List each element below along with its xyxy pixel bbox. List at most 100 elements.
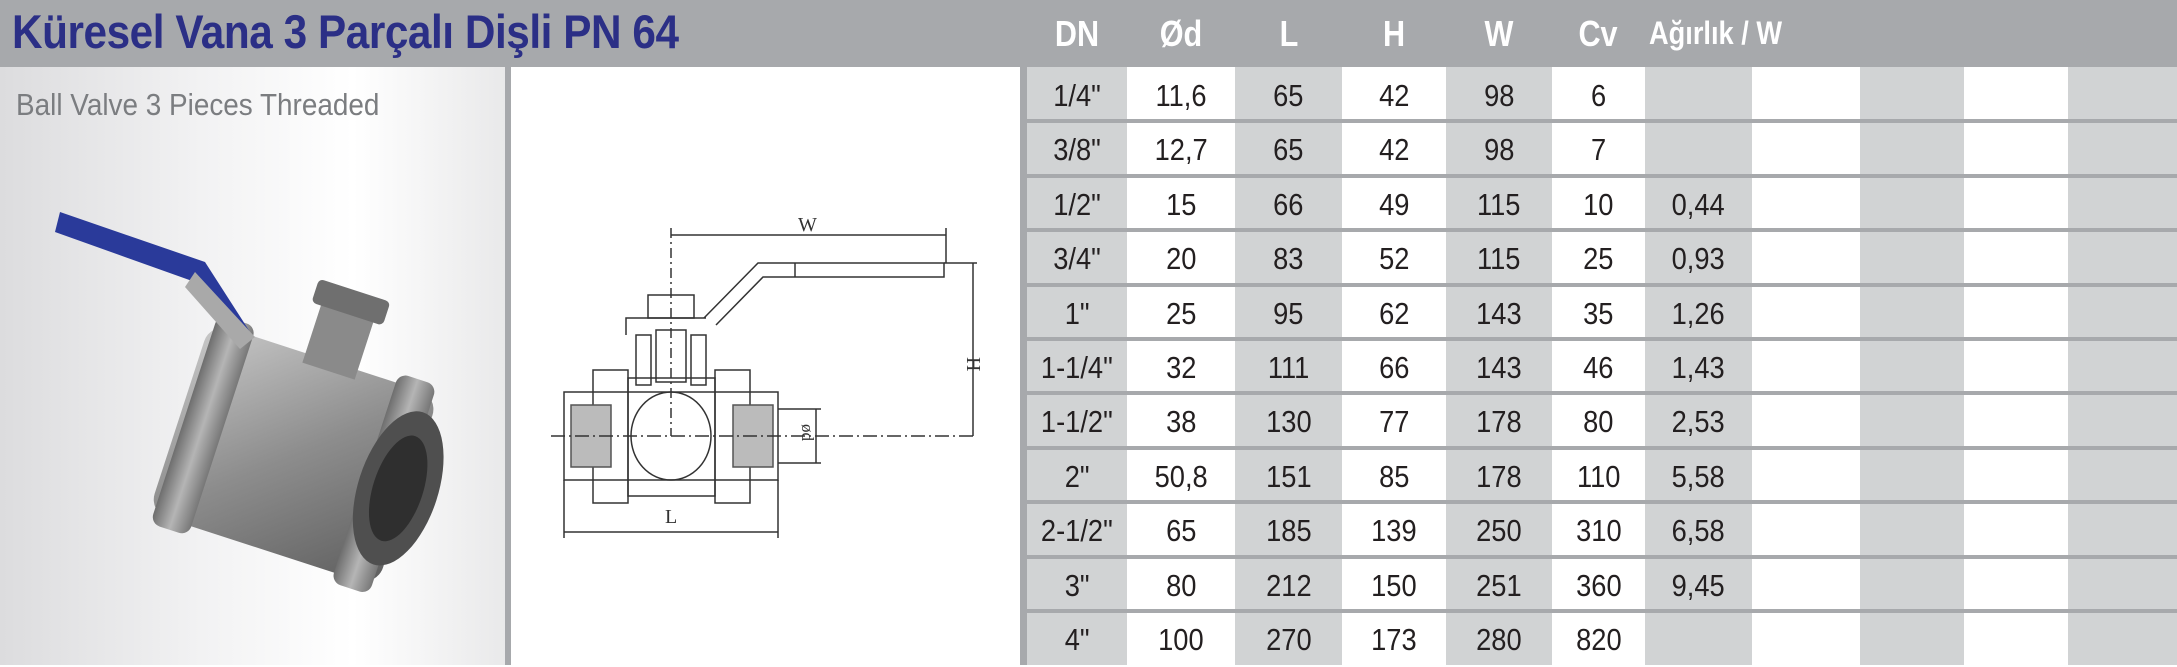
column-header-label: Cv — [1578, 12, 1619, 54]
cell-value: 820 — [1575, 622, 1622, 657]
column-header-label: DN — [1054, 12, 1100, 54]
table-cell: 212 — [1235, 559, 1342, 613]
table-cell: 115 — [1446, 232, 1552, 286]
cell-value: 212 — [1265, 567, 1312, 603]
cell-value: 7 — [1590, 132, 1607, 168]
table-cell: 820 — [1552, 613, 1645, 667]
cell-value: 1/4" — [1053, 78, 1101, 113]
cell-value: 250 — [1476, 513, 1522, 549]
table-cell: 35 — [1552, 287, 1645, 341]
table-cell: 130 — [1235, 395, 1342, 449]
cell-value: 15 — [1165, 186, 1197, 222]
table-cell: 178 — [1446, 450, 1552, 504]
cell-value: 25 — [1165, 295, 1197, 331]
cell-value: 110 — [1576, 458, 1621, 494]
cell-value: 4" — [1064, 622, 1090, 657]
cell-value: 1,26 — [1671, 295, 1726, 331]
cell-value: 151 — [1265, 458, 1312, 494]
table-cell: 65 — [1235, 123, 1342, 177]
column-header-label: L — [1279, 12, 1298, 54]
panel-divider — [505, 67, 511, 665]
table-cell: 0,44 — [1645, 178, 1752, 232]
handle-icon — [55, 212, 250, 342]
table-cell: 15 — [1127, 178, 1235, 232]
cell-value: 2" — [1064, 458, 1090, 494]
row-divider — [1027, 391, 2177, 396]
cell-value: 270 — [1265, 622, 1312, 657]
cell-value: 1/2" — [1053, 186, 1101, 222]
cell-value: 178 — [1476, 458, 1522, 494]
cell-value: 20 — [1165, 241, 1197, 277]
table-cell: 280 — [1446, 613, 1552, 667]
dimension-w-label: W — [798, 214, 817, 236]
table-column-stripe — [1752, 67, 1860, 665]
table-cell: 178 — [1446, 395, 1552, 449]
column-header-label: Ağırlık / W — [1649, 15, 1782, 51]
table-cell: 1-1/2" — [1027, 395, 1127, 449]
cell-value: 32 — [1165, 350, 1197, 385]
cell-value: 143 — [1476, 295, 1522, 331]
technical-drawing: W H L ød — [551, 214, 984, 538]
cell-value: 1,43 — [1671, 350, 1726, 385]
cell-value: 83 — [1273, 241, 1304, 277]
cell-value: 65 — [1165, 513, 1197, 549]
ball-valve-photo — [55, 212, 444, 592]
title-bar: Küresel Vana 3 Parçalı Dişli PN 64 — [0, 0, 2177, 67]
product-subtitle: Ball Valve 3 Pieces Threaded — [16, 87, 380, 122]
cell-value: 100 — [1158, 622, 1204, 657]
cell-value: 1" — [1064, 295, 1090, 331]
table-cell: 62 — [1342, 287, 1446, 341]
cell-value: 10 — [1583, 186, 1614, 222]
column-header-label: Ød — [1159, 12, 1203, 54]
table-cell: 270 — [1235, 613, 1342, 667]
table-column-stripe — [1860, 67, 1964, 665]
cell-value: 251 — [1476, 567, 1522, 603]
table-cell: 1,43 — [1645, 341, 1752, 395]
table-cell: 49 — [1342, 178, 1446, 232]
cell-value: 77 — [1378, 404, 1410, 440]
cell-value: 62 — [1378, 295, 1410, 331]
cell-value: 12,7 — [1154, 132, 1208, 168]
cell-value: 11,6 — [1155, 78, 1207, 113]
table-cell: 143 — [1446, 287, 1552, 341]
cell-value: 178 — [1476, 404, 1522, 440]
table-cell: 66 — [1235, 178, 1342, 232]
cell-value: 1-1/2" — [1041, 404, 1113, 440]
column-header: Cv — [1552, 0, 1645, 67]
table-cell: 150 — [1342, 559, 1446, 613]
cell-value: 0,44 — [1671, 186, 1726, 222]
row-divider — [1027, 554, 2177, 559]
cell-value: 95 — [1273, 295, 1304, 331]
product-photo-panel: Ball Valve 3 Pieces Threaded — [0, 67, 505, 665]
table-cell: 6,58 — [1645, 504, 1752, 558]
table-cell: 110 — [1552, 450, 1645, 504]
table-cell: 151 — [1235, 450, 1342, 504]
table-cell: 2,53 — [1645, 395, 1752, 449]
table-cell: 32 — [1127, 341, 1235, 395]
table-column-stripe — [2068, 67, 2177, 665]
cell-value: 50,8 — [1154, 458, 1208, 494]
cell-value: 6 — [1590, 78, 1607, 113]
cell-value: 3/4" — [1053, 241, 1101, 277]
cell-value: 46 — [1583, 350, 1614, 385]
column-header: Ağırlık / W — [1649, 0, 1805, 67]
cell-value: 2-1/2" — [1041, 513, 1113, 549]
table-cell: 3" — [1027, 559, 1127, 613]
cell-value: 6,58 — [1671, 513, 1726, 549]
table-cell: 9,45 — [1645, 559, 1752, 613]
table-cell: 11,6 — [1127, 69, 1235, 123]
row-divider — [1027, 228, 2177, 233]
table-cell: 85 — [1342, 450, 1446, 504]
table-cell: 4" — [1027, 613, 1127, 667]
row-divider — [1027, 119, 2177, 124]
row-divider — [1027, 609, 2177, 613]
cell-value: 42 — [1378, 78, 1410, 113]
table-cell: 77 — [1342, 395, 1446, 449]
column-header: H — [1342, 0, 1446, 67]
row-divider — [1027, 500, 2177, 505]
cell-value: 310 — [1575, 513, 1622, 549]
cell-value: 3/8" — [1053, 132, 1101, 168]
table-cell: 310 — [1552, 504, 1645, 558]
